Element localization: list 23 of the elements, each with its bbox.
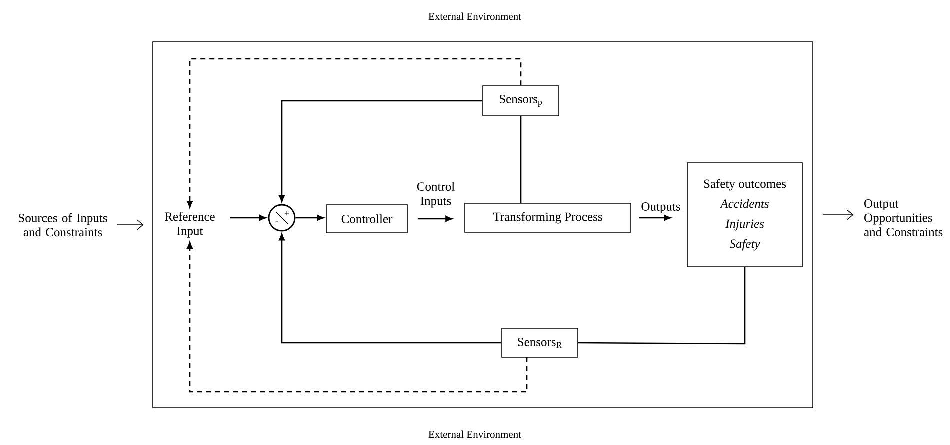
node-label: External Environment bbox=[428, 12, 522, 20]
process-box: Sensors$_{p}$ bbox=[482, 86, 560, 116]
node-label: External Environment bbox=[428, 430, 522, 438]
arrow bbox=[116, 220, 144, 230]
arrow bbox=[230, 215, 266, 221]
process-box: Safety outcomes Accidents Injuries Safety bbox=[687, 162, 803, 268]
arrow bbox=[279, 234, 502, 344]
arrow bbox=[187, 58, 522, 208]
process-box: Sensors$_{R}$ bbox=[502, 328, 578, 358]
arrow bbox=[296, 215, 324, 221]
arrow bbox=[279, 100, 483, 202]
edge-label: Outputs bbox=[635, 202, 687, 214]
arrow bbox=[822, 210, 854, 220]
arrow bbox=[418, 216, 453, 222]
process-box: Controller bbox=[326, 204, 408, 234]
process-box: Transforming Process bbox=[464, 203, 632, 233]
arrow bbox=[187, 242, 528, 393]
summing-junction: + - bbox=[268, 204, 296, 232]
text-label: Sources of Inputs and Constraints bbox=[19, 213, 108, 237]
arrow bbox=[639, 215, 672, 221]
text-label: Output Opportunities and Constraints bbox=[864, 200, 943, 236]
edge-label: Control Inputs bbox=[410, 181, 462, 209]
text-label: Reference Input bbox=[165, 212, 215, 238]
